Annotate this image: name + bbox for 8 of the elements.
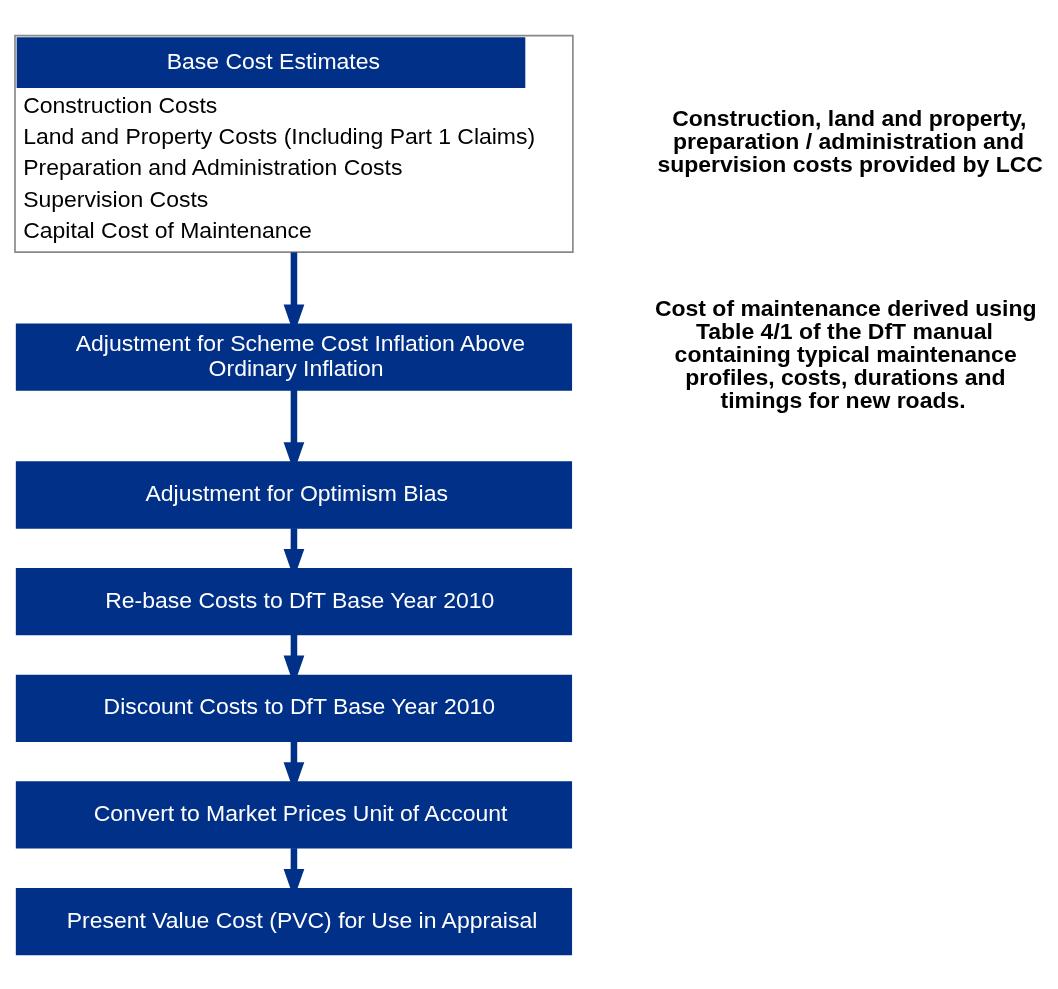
node-box: Adjustment for Scheme Cost Inflation Above Ordinary Inflation [15,323,573,391]
node-box: Adjustment for Optimism Bias [15,460,573,529]
node-box: Discount Costs to DfT Base Year 2010 [15,674,573,742]
label: Construction, land and property, preparation / administration and supervision costs provided by LCC [657,104,1043,177]
label: Cost of maintenance derived using Table 4/1 of the DfT manual containing typical maintenance profiles, costs, durations and timings for new roads. [654,294,1037,413]
node-box: Re-base Costs to DfT Base Year 2010 [15,567,573,635]
node-box: Present Value Cost (PVC) for Use in Appraisal [15,887,573,955]
node-box: Convert to Market Prices Unit of Account [15,780,573,849]
